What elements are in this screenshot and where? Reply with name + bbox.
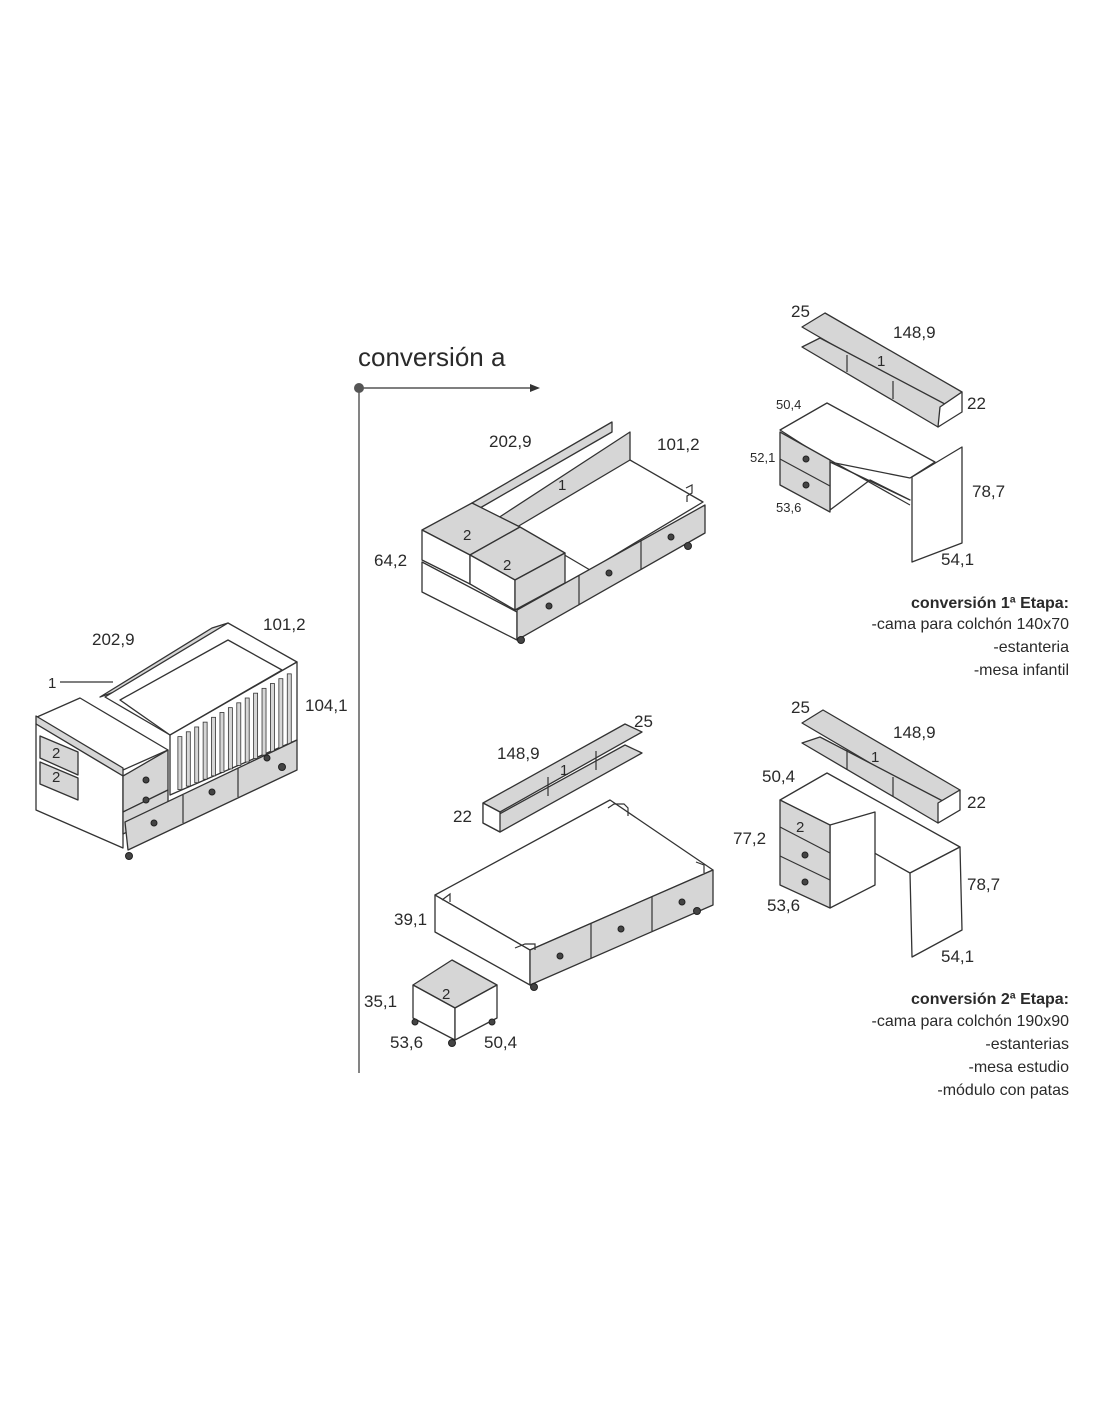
- dimension-label: 50,4: [762, 767, 795, 786]
- dimension-label: 35,1: [364, 992, 397, 1011]
- caption-item: -mesa infantil: [974, 662, 1069, 679]
- crib-bar: [261, 687, 267, 756]
- crib-bar: [270, 683, 275, 753]
- dimension-label: 53,6: [767, 896, 800, 915]
- shelf-end: [482, 802, 501, 833]
- bed-bracket: [685, 484, 693, 502]
- dimension-label: 77,2: [733, 829, 766, 848]
- caption-item: -módulo con patas: [937, 1082, 1069, 1099]
- dimension-label: 101,2: [657, 435, 700, 454]
- crib-bar: [219, 712, 225, 773]
- crib-drawing: 202,9 101,2 104,1 1 2 2: [35, 615, 348, 860]
- dimension-label: 148,9: [497, 744, 540, 763]
- part-number: 2: [442, 986, 450, 1003]
- dimension-label: 22: [967, 793, 986, 812]
- dimension-label: 54,1: [941, 947, 974, 966]
- part-number: 1: [48, 675, 56, 692]
- part-number: 1: [877, 353, 885, 370]
- part-number: 1: [558, 477, 566, 494]
- stage1-shelf-drawing: 25 148,9 1 22: [791, 302, 986, 428]
- crib-open-shelf: [39, 761, 79, 801]
- module-side: [454, 984, 498, 1041]
- shelf-end: [937, 391, 963, 428]
- dimension-label: 104,1: [305, 696, 348, 715]
- caption-item: -estanteria: [993, 639, 1069, 656]
- crib-bar: [278, 678, 284, 749]
- crib-bar: [194, 726, 200, 784]
- part-number: 1: [871, 749, 879, 766]
- bed-brackets: [441, 803, 705, 950]
- crib-bar: [244, 697, 250, 763]
- crib-bar: [286, 673, 292, 746]
- part-number: 2: [503, 557, 511, 574]
- part-number: 2: [52, 745, 60, 762]
- dimension-label: 25: [791, 698, 810, 717]
- crib-bar: [211, 716, 216, 777]
- crib-bar: [236, 702, 242, 766]
- bed-mattress-top: [516, 459, 704, 571]
- dimension-label: 53,6: [390, 1033, 423, 1052]
- crib-bar: [177, 736, 183, 790]
- stage2-shelf-drawing: 25 148,9 1 22: [791, 698, 986, 824]
- dimension-label: 22: [453, 807, 472, 826]
- conversion-arrow: conversión a: [354, 342, 540, 1073]
- caption-item: -mesa estudio: [969, 1059, 1070, 1076]
- bed-box-side: [514, 552, 566, 611]
- dimension-label: 50,4: [484, 1033, 517, 1052]
- dimension-label: 78,7: [972, 482, 1005, 501]
- stage2-caption: conversión 2ª Etapa: -cama para colchón …: [872, 991, 1070, 1099]
- desk-leg: [911, 446, 963, 563]
- arrowhead-icon: [530, 384, 540, 392]
- dimension-label: 39,1: [394, 910, 427, 929]
- dimension-label: 148,9: [893, 323, 936, 342]
- part-number: 1: [560, 762, 568, 779]
- caption-title: conversión 1ª Etapa:: [911, 595, 1069, 612]
- caption-item: -cama para colchón 140x70: [872, 616, 1070, 633]
- stage1-bed-drawing: 202,9 101,2 64,2 1 2 2: [374, 421, 706, 644]
- desk-leg: [909, 846, 963, 958]
- timeline-dot-icon: [354, 383, 364, 393]
- crib-bar: [185, 731, 191, 787]
- dimension-label: 50,4: [776, 397, 801, 412]
- dimension-label: 78,7: [967, 875, 1000, 894]
- stage1-desk-drawing: 50,4 52,1 53,6 78,7 54,1: [750, 397, 1005, 569]
- dimension-label: 53,6: [776, 500, 801, 515]
- dimension-label: 64,2: [374, 551, 407, 570]
- caption-title: conversión 2ª Etapa:: [911, 991, 1069, 1008]
- shelf-end: [937, 789, 961, 824]
- caption-item: -cama para colchón 190x90: [872, 1013, 1070, 1030]
- dimension-label: 22: [967, 394, 986, 413]
- dimension-label: 202,9: [489, 432, 532, 451]
- dimension-label: 148,9: [893, 723, 936, 742]
- stage2-module-drawing: 35,1 2 53,6 50,4: [364, 959, 517, 1052]
- conversion-heading: conversión a: [358, 342, 506, 372]
- part-number: 2: [796, 819, 804, 836]
- crib-bars: [177, 673, 292, 790]
- stage2-center-shelf-drawing: 25 148,9 1 22: [453, 712, 653, 833]
- stage2-desk-drawing: 50,4 77,2 2 53,6 78,7 54,1: [733, 767, 1000, 966]
- dimension-label: 54,1: [941, 550, 974, 569]
- crib-bar: [227, 707, 233, 770]
- dimension-label: 25: [634, 712, 653, 731]
- part-number: 2: [463, 527, 471, 544]
- part-number: 2: [52, 769, 60, 786]
- caption-item: -estanterias: [985, 1036, 1069, 1053]
- crib-bar: [202, 721, 208, 780]
- stage1-caption: conversión 1ª Etapa: -cama para colchón …: [872, 595, 1070, 679]
- dimension-label: 202,9: [92, 630, 135, 649]
- desk-pedestal-side: [829, 811, 876, 909]
- dimension-label: 25: [791, 302, 810, 321]
- stage2-bed-drawing: 39,1: [394, 799, 714, 991]
- crib-bar: [253, 692, 259, 759]
- crib-open-shelf: [39, 735, 79, 776]
- dimension-label: 52,1: [750, 450, 775, 465]
- dimension-label: 101,2: [263, 615, 306, 634]
